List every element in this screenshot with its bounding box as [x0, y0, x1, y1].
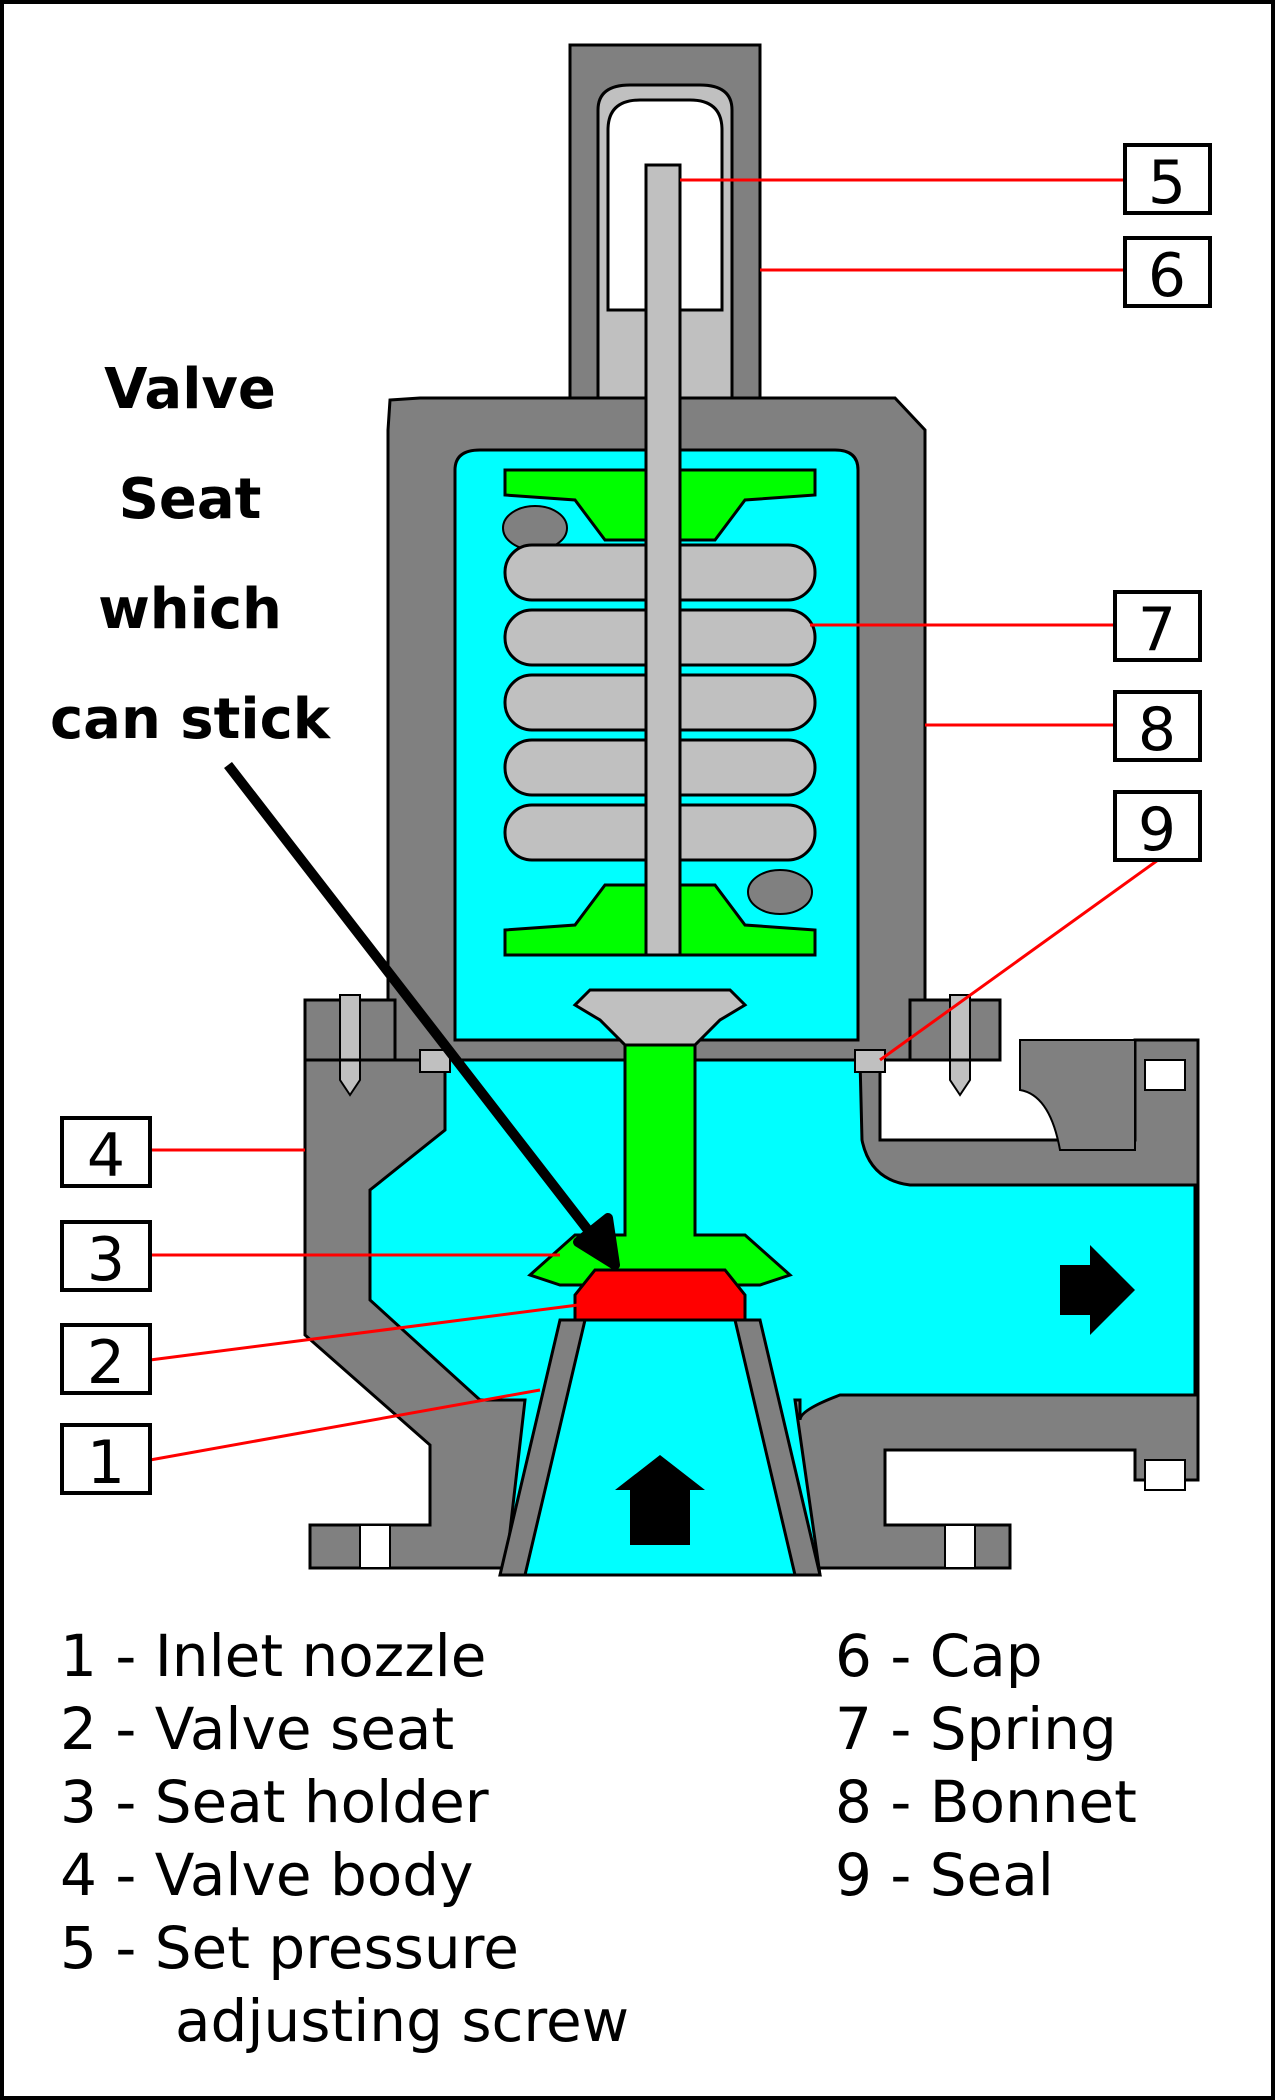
callout-number-2: 2 [87, 1328, 125, 1398]
legend-item-continuation: adjusting screw [175, 1987, 630, 2055]
callout-box-4: 4 [60, 1116, 152, 1191]
valve-seat-part [573, 1268, 747, 1322]
body-part [303, 1038, 1200, 1577]
annotation-line: Valve [104, 357, 276, 422]
flow-arrows [615, 1245, 1135, 1545]
callout-box-7: 7 [1113, 590, 1202, 665]
legend-item: 7 - Spring [835, 1695, 1117, 1763]
legend-item: 1 - Inlet nozzle [60, 1622, 487, 1690]
callout-box-9: 9 [1113, 790, 1202, 865]
inlet-nozzle-part [498, 1318, 822, 1577]
flange-bolts [303, 994, 1186, 1569]
callout-box-6: 6 [1123, 236, 1212, 311]
callout-number-3: 3 [87, 1225, 125, 1295]
callout-box-8: 8 [1113, 690, 1202, 765]
legend-item: 9 - Seal [835, 1841, 1054, 1909]
legend-item: 5 - Set pressure [60, 1914, 519, 1982]
adjusting-screw [572, 163, 748, 1052]
callout-number-8: 8 [1138, 695, 1176, 765]
legend-left-column: 1 - Inlet nozzle 2 - Valve seat 3 - Seat… [60, 1620, 629, 2058]
callout-number-7: 7 [1138, 595, 1176, 665]
valve-seat-annotation: Valve Seat which can stick [20, 335, 360, 775]
legend-right-column: 6 - Cap 7 - Spring 8 - Bonnet 9 - Seal [835, 1620, 1137, 1912]
leader-lines [149, 178, 1159, 1462]
annotation-line: can stick [49, 687, 331, 752]
callout-number-4: 4 [87, 1121, 125, 1191]
legend-item: 2 - Valve seat [60, 1695, 455, 1763]
callout-box-2: 2 [60, 1323, 152, 1398]
annotation-line: which [98, 577, 282, 642]
legend-item: 8 - Bonnet [835, 1768, 1137, 1836]
legend-item: 6 - Cap [835, 1622, 1043, 1690]
callout-box-1: 1 [60, 1423, 152, 1498]
annotation-arrow [224, 761, 620, 1270]
callout-box-3: 3 [60, 1220, 152, 1295]
legend-item: 3 - Seat holder [60, 1768, 489, 1836]
annotation-line: Seat [118, 467, 262, 532]
legend-item: 4 - Valve body [60, 1841, 474, 1909]
callout-number-9: 9 [1138, 795, 1176, 865]
callout-number-1: 1 [87, 1428, 125, 1498]
callout-number-5: 5 [1148, 148, 1186, 218]
callout-number-6: 6 [1148, 241, 1186, 311]
callout-box-5: 5 [1123, 143, 1212, 218]
